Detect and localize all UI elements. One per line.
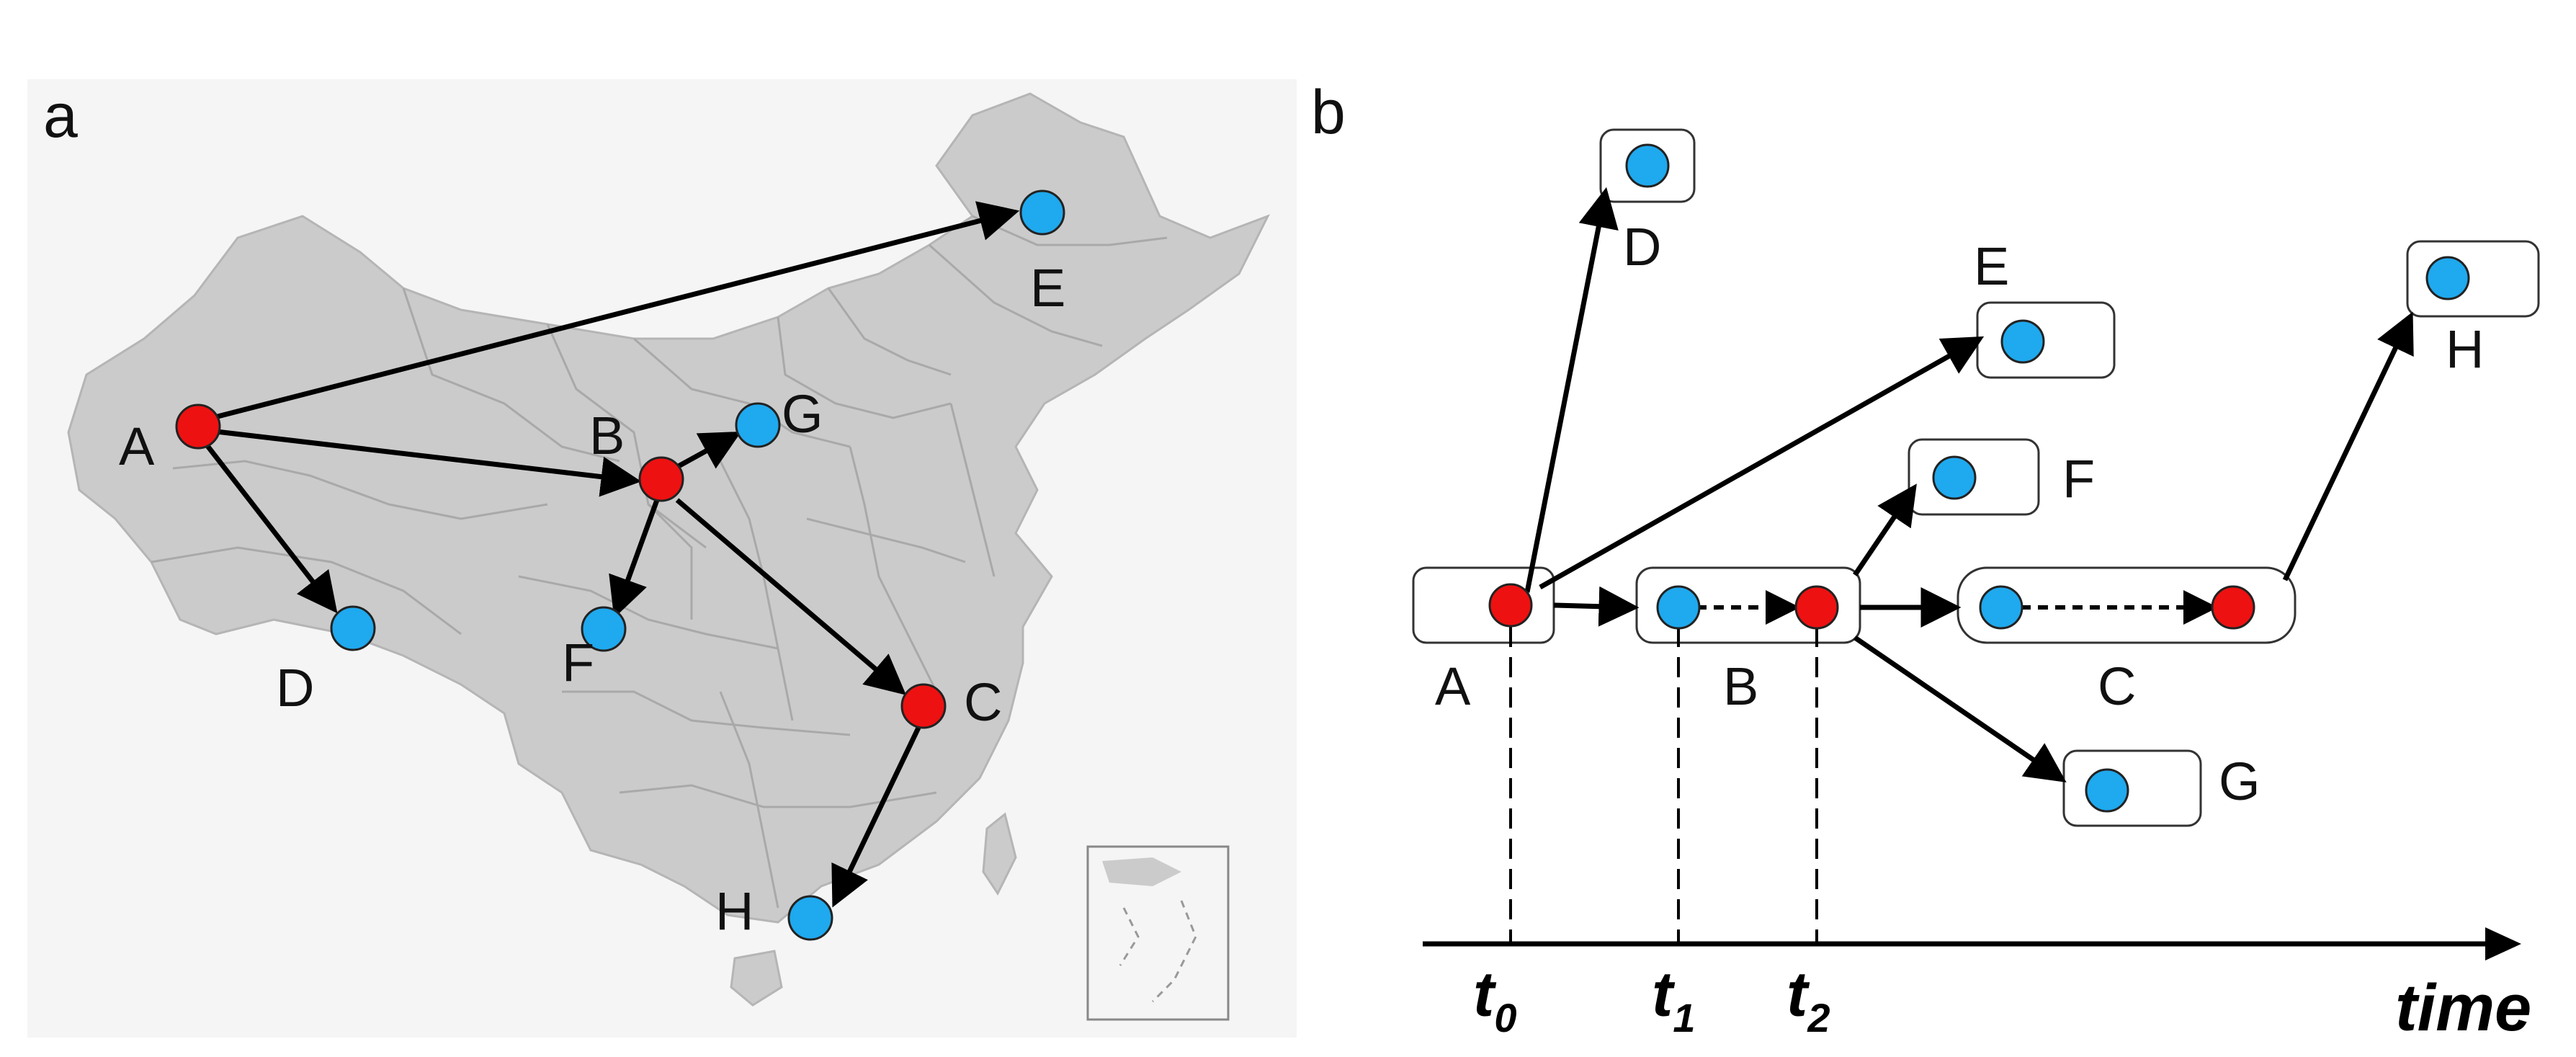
label-b-A: A [1435, 656, 1471, 716]
label-a-E: E [1030, 258, 1065, 318]
label-a-B: B [589, 406, 625, 465]
time-axis-arrowhead [2485, 927, 2521, 960]
edge-A-E [197, 201, 1020, 424]
edge-A-B [197, 427, 642, 497]
box-E [1976, 301, 2116, 379]
label-a-H: H [715, 881, 753, 941]
panel-b: b D E F [1311, 78, 2540, 1045]
label-a-F: F [562, 633, 594, 692]
label-a-C: C [964, 672, 1002, 732]
dot-b-B-end [1794, 585, 1839, 630]
node-A [175, 403, 221, 450]
dot-b-C-start [1979, 585, 2023, 630]
tick-t2-sub: 2 [1807, 995, 1830, 1040]
dot-b-A [1488, 583, 1533, 628]
label-b-E: E [1974, 236, 2009, 296]
island-taiwan [982, 812, 1017, 896]
edge-b-B-G [1853, 635, 2067, 782]
edge-C-H [831, 726, 921, 908]
dot-b-H [2425, 256, 2470, 300]
edge-b-B-F [1853, 483, 1917, 576]
edge-B-G [676, 431, 742, 470]
node-H [787, 895, 833, 941]
label-b-F: F [2062, 449, 2095, 509]
tick-t2-main: t [1786, 958, 1810, 1030]
label-a-G: G [782, 384, 823, 444]
edge-b-A-E [1539, 336, 1985, 590]
dot-b-D [1625, 143, 1670, 188]
inset-map [1086, 845, 1230, 1021]
label-a-D: D [276, 658, 314, 718]
dot-b-E [2000, 319, 2045, 364]
tick-label-t1: t1 [1652, 958, 1695, 1040]
label-b-H: H [2446, 319, 2484, 379]
island-hainan [730, 950, 783, 1007]
label-a-A: A [119, 416, 155, 476]
edge-b-C-H [2282, 311, 2414, 581]
box-A [1412, 566, 1555, 644]
node-G [735, 402, 781, 448]
tick-t0-main: t [1473, 958, 1497, 1030]
edge-b-A-B [1553, 586, 1640, 627]
label-b-G: G [2219, 752, 2260, 811]
node-E [1019, 189, 1065, 236]
label-b-D: D [1623, 217, 1661, 277]
label-b-C: C [2098, 656, 2136, 716]
node-B [638, 456, 684, 502]
edge-A-D [203, 441, 338, 614]
node-C [900, 683, 947, 729]
edge-b-A-D [1524, 187, 1619, 593]
label-b-B: B [1723, 656, 1758, 716]
dot-b-F [1932, 455, 1977, 500]
edge-B-F [609, 499, 660, 618]
tick-t1-main: t [1652, 958, 1676, 1030]
panel-a-label: a [43, 81, 78, 151]
edge-B-C [675, 498, 906, 695]
dot-b-C-end [2211, 585, 2255, 630]
dot-b-G [2085, 768, 2129, 813]
tick-label-t2: t2 [1786, 958, 1830, 1040]
node-D [330, 605, 376, 651]
panel-a: A B C D E F G H a [27, 79, 1297, 1038]
panel-b-label: b [1311, 78, 1346, 147]
province-borders [151, 215, 1168, 909]
tick-t1-sub: 1 [1673, 995, 1695, 1040]
box-G [2062, 749, 2202, 827]
tick-label-t0: t0 [1473, 958, 1516, 1040]
time-axis-label: time [2395, 971, 2531, 1045]
node-F [581, 606, 627, 652]
tick-t0-sub: 0 [1494, 995, 1516, 1040]
china-map [67, 92, 1271, 924]
dot-b-B-start [1656, 585, 1701, 630]
